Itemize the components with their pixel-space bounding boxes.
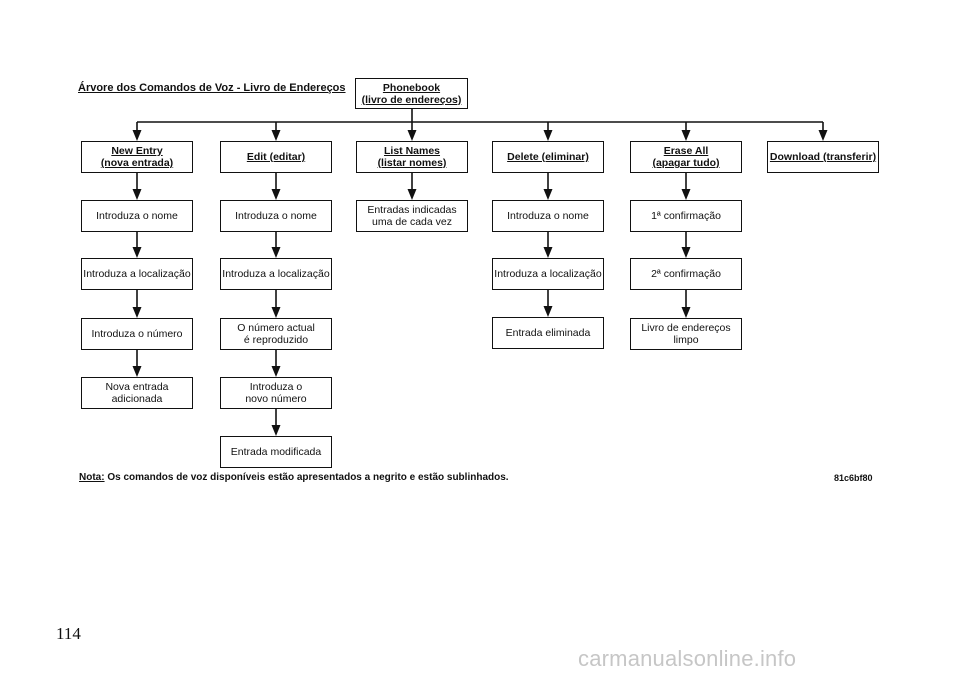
watermark: carmanualsonline.info [578, 646, 797, 671]
arrowhead [681, 247, 691, 258]
step-new-entry-4-line1: Nova entrada [105, 381, 169, 393]
command-list-names-line2: (listar nomes) [377, 157, 447, 169]
command-download-line1: Download (transferir) [769, 151, 877, 163]
arrowhead [681, 189, 691, 200]
step-new-entry-3: Introduza o número [81, 318, 193, 350]
step-delete-2: Introduza a localização [492, 258, 604, 290]
step-delete-3-line1: Entrada eliminada [505, 327, 591, 339]
arrowhead [543, 306, 553, 317]
arrowhead [271, 307, 281, 318]
arrowhead [543, 130, 553, 141]
arrowhead [271, 130, 281, 141]
command-delete: Delete (eliminar) [492, 141, 604, 173]
diagram-title: Árvore dos Comandos de Voz - Livro de En… [78, 82, 346, 94]
step-erase-all-2: 2ª confirmação [630, 258, 742, 290]
step-edit-3-line2: é reproduzido [243, 334, 309, 346]
step-edit-2-line1: Introduza a localização [222, 268, 330, 280]
root-label-line1: Phonebook [382, 81, 441, 94]
step-new-entry-1: Introduza o nome [81, 200, 193, 232]
step-list-names-1-line2: uma de cada vez [372, 216, 452, 228]
step-erase-all-1-line1: 1ª confirmação [651, 210, 721, 222]
step-erase-all-1: 1ª confirmação [630, 200, 742, 232]
arrowhead [543, 189, 553, 200]
command-edit: Edit (editar) [220, 141, 332, 173]
command-new-entry: New Entry(nova entrada) [81, 141, 193, 173]
step-edit-1: Introduza o nome [220, 200, 332, 232]
arrowhead [132, 307, 142, 318]
root-label-line2: (livro de endereços) [361, 93, 462, 106]
footnote-text: Os comandos de voz disponíveis estão apr… [107, 472, 509, 483]
step-edit-5: Entrada modificada [220, 436, 332, 468]
step-new-entry-2: Introduza a localização [81, 258, 193, 290]
arrowhead [818, 130, 828, 141]
arrowhead [132, 189, 142, 200]
arrowhead [407, 189, 417, 200]
step-new-entry-1-line1: Introduza o nome [96, 210, 178, 222]
arrowhead [132, 247, 142, 258]
step-edit-4-line1: Introduza o [249, 381, 303, 393]
step-edit-4-line2: novo número [245, 393, 307, 405]
step-delete-2-line1: Introduza a localização [494, 268, 602, 280]
step-edit-5-line1: Entrada modificada [230, 446, 322, 458]
arrowhead [271, 425, 281, 436]
page-number: 114 [56, 624, 81, 643]
step-delete-1-line1: Introduza o nome [507, 210, 589, 222]
step-edit-3-line1: O número actual [237, 322, 315, 334]
arrowhead [681, 307, 691, 318]
arrowhead [543, 247, 553, 258]
command-erase-all-line1: Erase All [663, 145, 709, 157]
footnote-label: Nota: [79, 472, 105, 483]
root-node-phonebook: Phonebook (livro de endereços) [355, 78, 468, 109]
command-new-entry-line1: New Entry [111, 145, 163, 157]
footnote: Nota: Os comandos de voz disponíveis est… [79, 472, 509, 483]
command-edit-line1: Edit (editar) [246, 151, 306, 163]
step-new-entry-4-line2: adicionada [111, 393, 163, 405]
command-erase-all-line2: (apagar tudo) [652, 157, 720, 169]
command-download: Download (transferir) [767, 141, 879, 173]
step-edit-2: Introduza a localização [220, 258, 332, 290]
arrowhead [271, 366, 281, 377]
command-list-names-line1: List Names [383, 145, 441, 157]
step-delete-1: Introduza o nome [492, 200, 604, 232]
step-delete-3: Entrada eliminada [492, 317, 604, 349]
command-delete-line1: Delete (eliminar) [507, 151, 589, 163]
step-new-entry-3-line1: Introduza o número [91, 328, 183, 340]
step-edit-1-line1: Introduza o nome [235, 210, 317, 222]
step-new-entry-2-line1: Introduza a localização [83, 268, 191, 280]
command-list-names: List Names(listar nomes) [356, 141, 468, 173]
step-list-names-1-line1: Entradas indicadas [367, 204, 457, 216]
arrowhead [132, 130, 142, 141]
arrowhead [271, 247, 281, 258]
arrowhead [407, 130, 417, 141]
arrowhead [132, 366, 142, 377]
arrowhead [681, 130, 691, 141]
step-erase-all-3-line2: limpo [673, 334, 699, 346]
step-erase-all-3-line1: Livro de endereços [641, 322, 731, 334]
figure-code: 81c6bf80 [834, 473, 873, 483]
step-erase-all-2-line1: 2ª confirmação [651, 268, 721, 280]
arrowhead [271, 189, 281, 200]
command-new-entry-line2: (nova entrada) [100, 157, 174, 169]
command-erase-all: Erase All(apagar tudo) [630, 141, 742, 173]
